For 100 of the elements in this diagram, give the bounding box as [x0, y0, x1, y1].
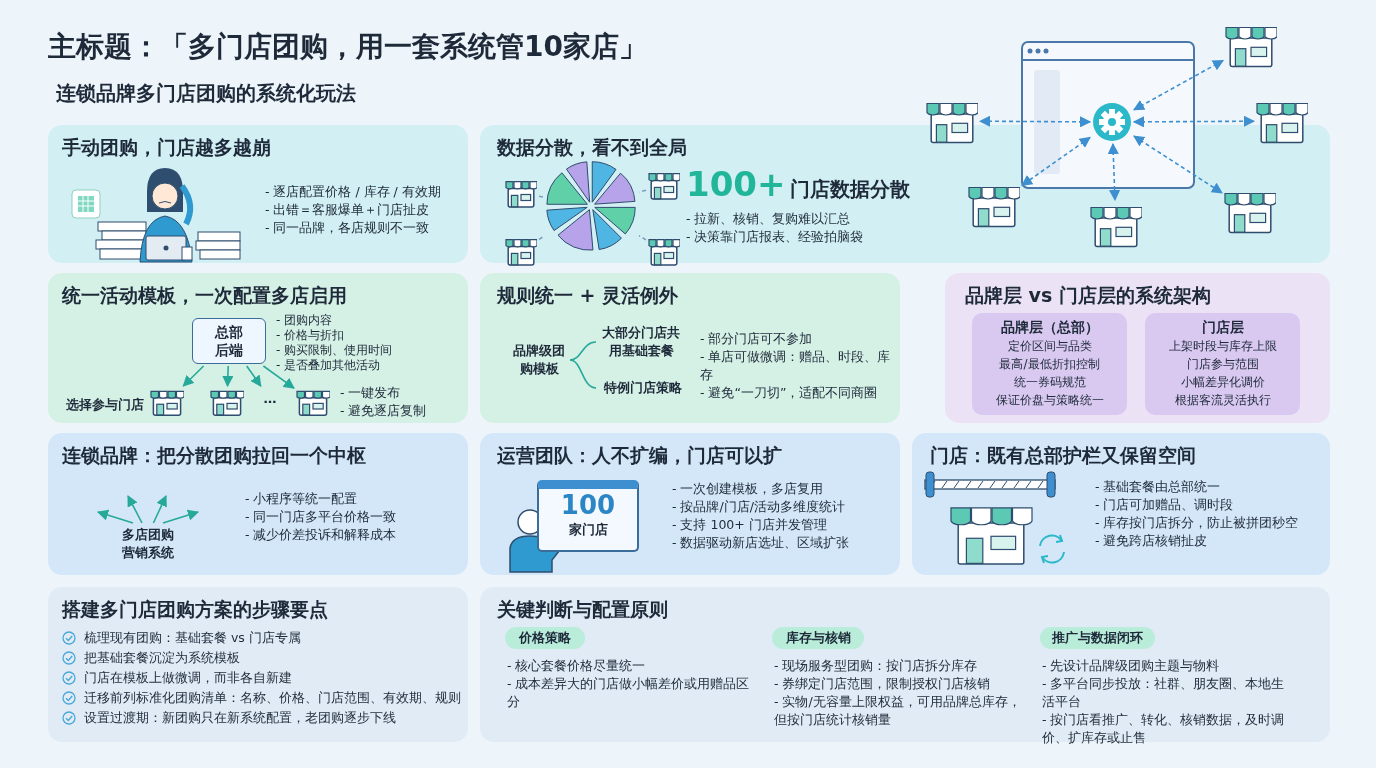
bullet-text: - 门店可加赠品、调时段: [1095, 496, 1235, 514]
box-heading: 品牌层（总部）: [999, 318, 1100, 337]
bullet-text: - 按门店看推广、转化、核销数据，及时调价、扩库存或止售: [1042, 711, 1286, 747]
store-icon: [296, 388, 330, 416]
bullet-text: - 按品牌/门店/活动多维度统计: [672, 498, 846, 516]
page-title: 主标题：「多门店团购，用一套系统管10家店」: [48, 29, 647, 65]
panel-heading: 连锁品牌：把分散团购拉回一个中枢: [62, 443, 366, 468]
panel-heading: 搭建多门店团购方案的步骤要点: [62, 597, 328, 622]
page-subtitle: 连锁品牌多门店团购的系统化玩法: [56, 80, 356, 107]
store-icon: [648, 236, 680, 266]
store-icon: [505, 178, 537, 208]
panel-card: [480, 587, 1330, 742]
arrow: [1132, 115, 1256, 128]
arrow: [162, 509, 200, 524]
arrow: [182, 365, 205, 387]
tag-label: 推广与数据闭环: [1040, 627, 1155, 649]
connector-line: [538, 195, 544, 198]
bullet-text: - 团购内容: [276, 313, 334, 328]
bullet-text: - 避免“一刀切”，适配不同商圈: [700, 384, 879, 402]
bullet-text: - 部分门店可不参加: [700, 330, 814, 348]
bullet-text: - 成本差异大的门店做小幅差价或用赠品区分: [507, 675, 751, 711]
bullet-text: 选择参与门店: [66, 396, 144, 414]
panel-card: [945, 273, 1330, 423]
arrow: [1107, 142, 1121, 202]
tag-label: 价格策略: [505, 627, 585, 649]
panel-card: [480, 273, 900, 423]
panel-card: [48, 587, 468, 742]
node-label: 品牌级团购模板: [510, 340, 568, 380]
process-box: 总部后端: [192, 318, 266, 364]
panel-card: [48, 273, 468, 423]
bullet-text: - 基础套餐由总部统一: [1095, 478, 1222, 496]
bullet-text: - 避免跨店核销扯皮: [1095, 532, 1209, 550]
bullet-text: - 减少价差投诉和解释成本: [245, 526, 398, 544]
checklist-item: 设置过渡期：新团购只在新系统配置，老团购逐步下线: [84, 709, 396, 727]
bullet-text: - 库存按门店拆分，防止被拼团秒空: [1095, 514, 1300, 532]
arrow: [1133, 135, 1223, 194]
bullet-text: - 数据驱动新店选址、区域扩张: [672, 534, 851, 552]
bullet-text: - 先设计品牌级团购主题与物料: [1042, 657, 1221, 675]
bullet-text: - 出错＝客服爆单＋门店扯皮: [265, 201, 431, 219]
bullet-text: - 支持 100+ 门店并发管理: [672, 516, 828, 534]
bullet-text: - 购买限制、使用时间: [276, 343, 394, 358]
brace-line: [569, 341, 597, 361]
bullet-text: - 多平台同步投放：社群、朋友圈、本地生活平台: [1042, 675, 1286, 711]
store-icon: [505, 236, 537, 266]
panel-heading: 规则统一 + 灵活例外: [497, 283, 679, 308]
screen-caption: 家门店: [567, 521, 609, 539]
layer-box: [1145, 313, 1300, 415]
box-text: 上架时段与库存上限: [1167, 338, 1278, 355]
checklist-item: 把基础套餐沉淀为系统模板: [84, 649, 240, 667]
arrow: [1021, 136, 1091, 187]
layer-box: [972, 313, 1127, 415]
panel-card: [48, 433, 468, 575]
panel-heading: 关键判断与配置原则: [497, 597, 668, 622]
box-heading: 门店层: [1200, 318, 1245, 337]
checklist-item: 迁移前列标准化团购清单：名称、价格、门店范围、有效期、规则: [84, 689, 461, 707]
bullet-text: - 逐店配置价格 / 库存 / 有效期: [265, 183, 442, 201]
panel-heading: 运营团队：人不扩编，门店可以扩: [497, 443, 782, 468]
bullet-text: - 单店可做微调：赠品、时段、库存: [700, 348, 892, 384]
bullet-text: - 决策靠门店报表、经验拍脑袋: [686, 228, 865, 246]
bullet-text: - 现场服务型团购：按门店拆分库存: [774, 657, 979, 675]
panel-card: [480, 433, 900, 575]
node-label: …: [258, 388, 282, 410]
checklist-item: 梳理现有团购：基础套餐 vs 门店专属: [84, 629, 301, 647]
brace-line: [569, 359, 597, 389]
arrow: [245, 365, 262, 387]
node-label: 大部分门店共用基础套餐: [600, 322, 682, 362]
checklist-item: 门店在模板上做微调，而非各自新建: [84, 669, 292, 687]
box-text: 最高/最低折扣控制: [998, 356, 1101, 373]
node-label: 多店团购营销系统: [118, 525, 178, 563]
panel-card: [912, 433, 1330, 575]
bullet-text: - 一次创建模板，多店复用: [672, 480, 825, 498]
bullet-text: - 价格与折扣: [276, 328, 346, 343]
arrow: [127, 495, 143, 524]
arrow: [262, 365, 295, 389]
box-text: 小幅差异化调价: [1179, 374, 1266, 391]
panel-heading: 手动团购，门店越多越崩: [62, 135, 271, 160]
box-text: 保证价盘与策略统一: [994, 392, 1105, 409]
arrow: [978, 115, 1092, 128]
pie-chart-drawing: [545, 160, 637, 252]
panel-heading: 门店：既有总部护栏又保留空间: [930, 443, 1196, 468]
stat-number: 100: [559, 489, 617, 521]
bullet-text: - 实物/无容量上限权益，可用品牌总库存，但按门店统计核销量: [774, 693, 1022, 729]
box-text: 统一券码规范: [1012, 374, 1087, 391]
bullet-text: - 同一品牌，各店规则不一致: [265, 219, 431, 237]
panel-heading: 品牌层 vs 门店层的系统架构: [965, 283, 1211, 308]
screen-window: [537, 480, 639, 552]
node-label: 特例门店策略: [600, 378, 685, 398]
box-text: 根据客流灵活执行: [1173, 392, 1272, 409]
arrow: [152, 495, 167, 524]
stat-number: 100+: [686, 164, 786, 204]
connector-line: [638, 234, 647, 241]
store-icon: [150, 388, 184, 416]
bullet-text: - 券绑定门店范围，限制授权门店核销: [774, 675, 992, 693]
store-icon: [210, 388, 244, 416]
panel-heading: 统一活动模板，一次配置多店启用: [62, 283, 347, 308]
bullet-text: - 小程序等统一配置: [245, 490, 359, 508]
box-text: 门店参与范围: [1185, 356, 1260, 373]
box-text: 定价区间与品类: [1006, 338, 1093, 355]
bullet-text: - 拉新、核销、复购难以汇总: [686, 210, 852, 228]
arrow: [96, 509, 134, 524]
